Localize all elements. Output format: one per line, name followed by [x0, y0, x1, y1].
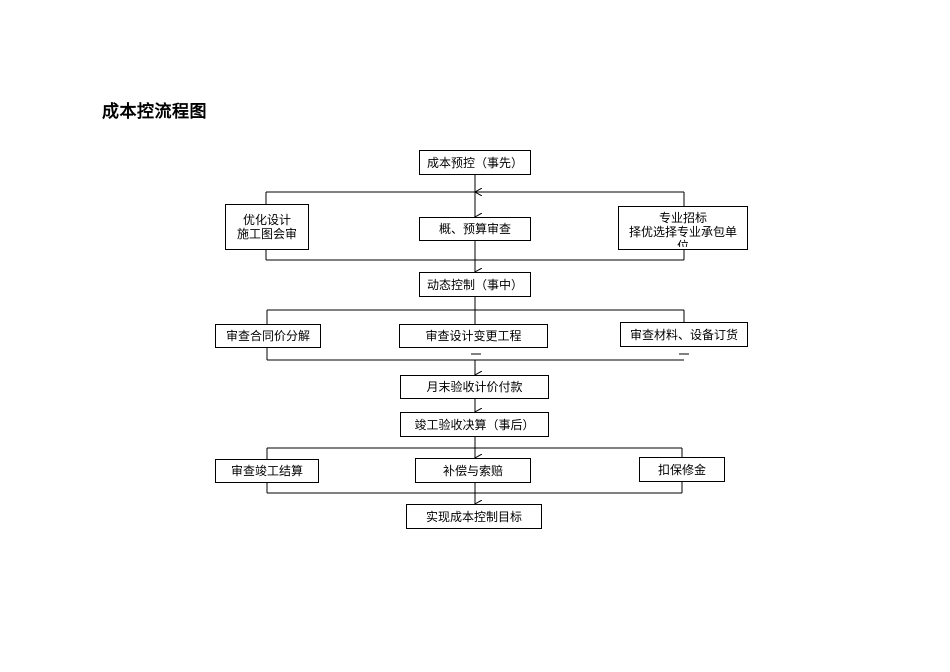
node-label-cut: 位 — [676, 239, 689, 247]
node-label: 审查材料、设备订货 — [629, 327, 738, 342]
page-title: 成本控流程图 — [102, 102, 207, 122]
node-label: 扣保修金 — [657, 462, 706, 477]
node-pre-control: 成本预控（事先） — [419, 150, 531, 175]
node-dynamic-control: 动态控制（事中） — [419, 272, 531, 297]
node-label: 专业招标 — [658, 211, 707, 225]
node-label: 审查竣工结算 — [230, 464, 303, 478]
node-warranty: 扣保修金 — [639, 457, 725, 482]
node-budget-review: 概、预算审查 — [419, 217, 531, 241]
node-change-review: 审查设计变更工程 — [399, 324, 548, 348]
node-design-optimization: 优化设计 施工图会审 — [225, 204, 309, 250]
node-tender-selection: 专业招标 择优选择专业承包单 位 — [618, 206, 748, 250]
node-final-settlement: 竣工验收决算（事后） — [400, 412, 549, 437]
node-compensation: 补偿与索赔 — [415, 458, 531, 483]
node-label: 补偿与索赔 — [442, 463, 503, 478]
node-settlement-review: 审查竣工结算 — [215, 459, 319, 483]
node-label: 月末验收计价付款 — [426, 380, 523, 394]
node-monthly-acceptance: 月末验收计价付款 — [400, 375, 549, 399]
node-label: 施工图会审 — [236, 227, 297, 241]
node-label: 审查合同价分解 — [225, 329, 310, 343]
node-label: 实现成本控制目标 — [425, 509, 522, 524]
node-label: 动态控制（事中） — [426, 277, 523, 292]
node-label: 成本预控（事先） — [426, 155, 523, 170]
node-label: 竣工验收决算（事后） — [414, 417, 535, 432]
node-contract-review: 审查合同价分解 — [215, 324, 321, 348]
node-label: 审查设计变更工程 — [425, 329, 522, 343]
node-label: 择优选择专业承包单 — [628, 225, 737, 239]
node-label: 优化设计 — [242, 213, 291, 227]
node-material-review: 审查材料、设备订货 — [620, 322, 748, 347]
node-goal: 实现成本控制目标 — [406, 504, 542, 529]
node-label: 概、预算审查 — [438, 222, 511, 236]
